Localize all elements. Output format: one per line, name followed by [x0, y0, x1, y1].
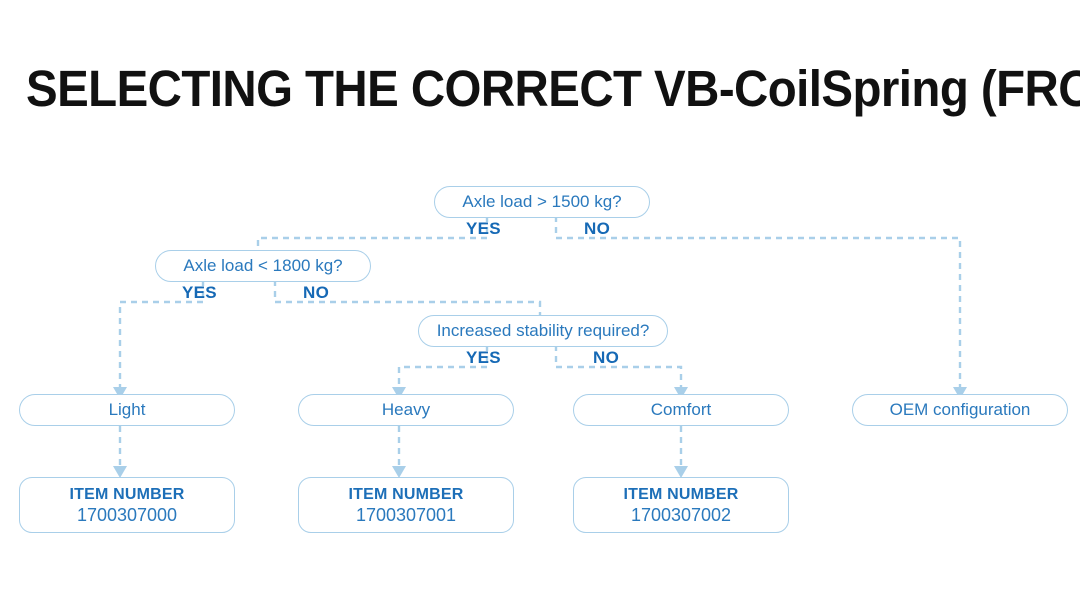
branch-label-d2-yes: YES: [182, 283, 217, 302]
arrow-head-item-heavy: [392, 466, 406, 478]
result-node-oem-configuration[interactable]: OEM configuration: [852, 394, 1068, 426]
connector-d2-no: [273, 280, 542, 317]
connector-d1-no: [554, 216, 962, 388]
result-label: OEM configuration: [889, 400, 1031, 419]
decision-node-axle-load-1800[interactable]: Axle load < 1800 kg?: [155, 250, 371, 282]
branch-label-d2-no: NO: [303, 283, 330, 302]
arrow-head-item-comfort: [674, 466, 688, 478]
connector-d1-yes: [256, 216, 489, 252]
decision-label: Axle load < 1800 kg?: [183, 256, 343, 275]
arrow-head-oem: [953, 387, 967, 399]
item-number-card-comfort[interactable]: ITEM NUMBER 1700307002: [573, 477, 789, 533]
result-node-comfort[interactable]: Comfort: [573, 394, 789, 426]
item-number-card-heavy[interactable]: ITEM NUMBER 1700307001: [298, 477, 514, 533]
item-number-heading: ITEM NUMBER: [623, 485, 739, 503]
connector-d2-yes: [118, 280, 205, 388]
arrow-head-heavy: [392, 387, 406, 399]
connector-d3-no: [554, 345, 683, 388]
branch-label-d3-yes: YES: [466, 348, 501, 367]
item-number-heading: ITEM NUMBER: [69, 485, 185, 503]
decision-label: Increased stability required?: [436, 321, 650, 340]
item-number-value: 1700307002: [630, 504, 732, 525]
arrow-head-light: [113, 387, 127, 399]
item-number-value: 1700307000: [76, 504, 178, 525]
result-label: Comfort: [650, 400, 712, 419]
decision-node-increased-stability[interactable]: Increased stability required?: [418, 315, 668, 347]
item-number-card-light[interactable]: ITEM NUMBER 1700307000: [19, 477, 235, 533]
connector-d3-yes: [397, 345, 489, 388]
branch-label-d1-yes: YES: [466, 219, 501, 238]
result-label: Heavy: [381, 400, 431, 419]
item-number-heading: ITEM NUMBER: [348, 485, 464, 503]
decision-label: Axle load > 1500 kg?: [462, 192, 622, 211]
result-label: Light: [108, 400, 146, 419]
decision-node-axle-load-1500[interactable]: Axle load > 1500 kg?: [434, 186, 650, 218]
arrow-head-item-light: [113, 466, 127, 478]
result-node-light[interactable]: Light: [19, 394, 235, 426]
result-node-heavy[interactable]: Heavy: [298, 394, 514, 426]
branch-label-d3-no: NO: [593, 348, 620, 367]
item-number-value: 1700307001: [355, 504, 457, 525]
arrow-head-comfort: [674, 387, 688, 399]
branch-label-d1-no: NO: [584, 219, 611, 238]
page-title: SELECTING THE CORRECT VB-CoilSpring (FRO…: [26, 60, 1080, 117]
